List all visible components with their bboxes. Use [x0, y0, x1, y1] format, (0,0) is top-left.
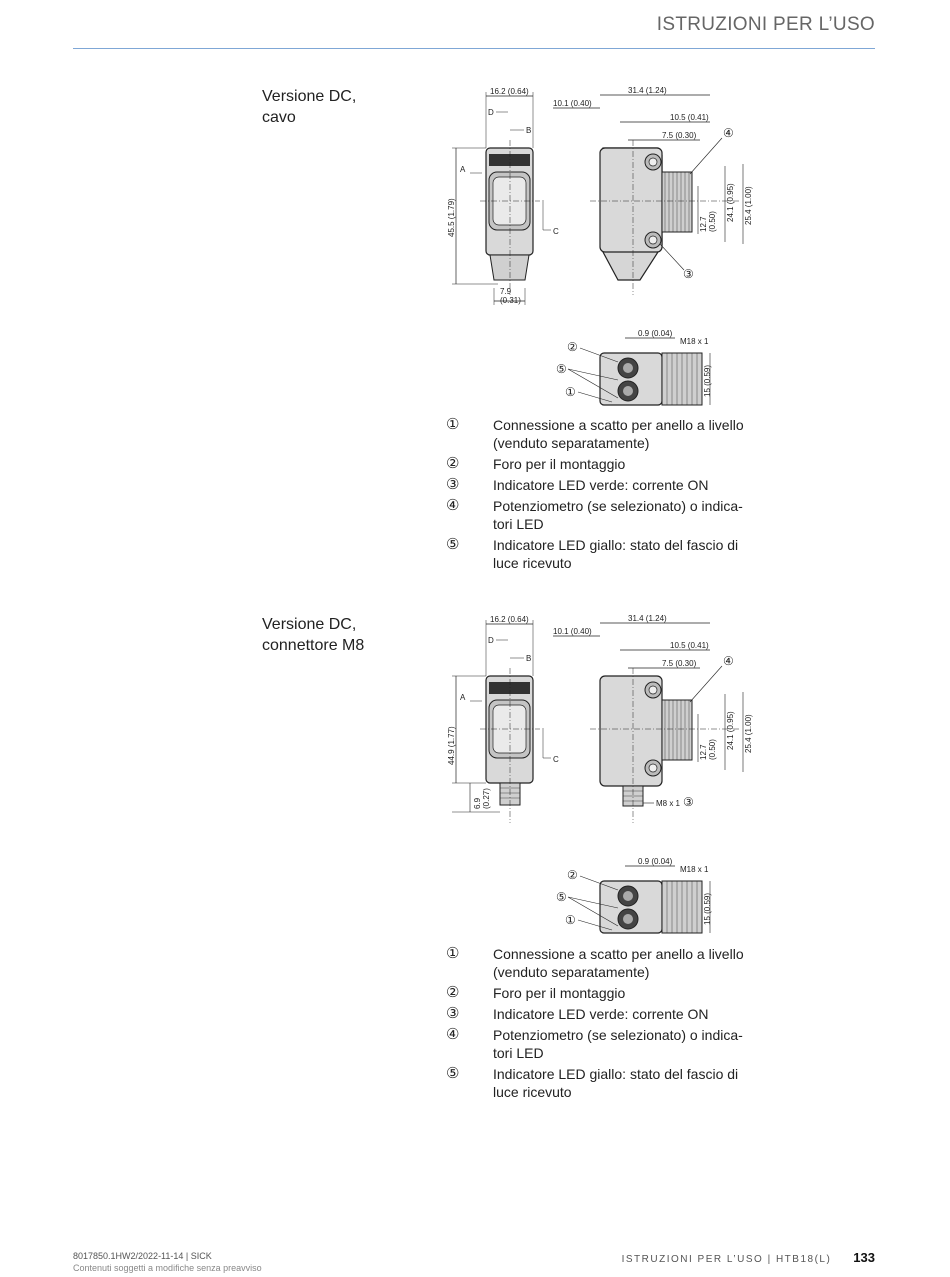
legend-num: ②	[446, 984, 460, 1001]
top-height-label: 15 (0.59)	[703, 893, 712, 925]
callout-1-top: ①	[565, 385, 576, 399]
legend-item: ⑤ Indicatore LED giallo: stato del fascio…	[446, 536, 766, 572]
top-view: 0.9 (0.04) M18 x 1 15 (0.59) ② ⑤ ①	[556, 857, 712, 934]
callout-2-top: ②	[567, 868, 578, 882]
front-bottom-label: 6.9(0.27)	[473, 788, 491, 809]
top-view: 0.9 (0.04) M18 x 1 15 (0.59) ② ⑤ ①	[556, 329, 712, 406]
drawing-cable: 16.2 (0.64) D B A C 45.5 (1.79) 7.9(0.31…	[447, 86, 753, 406]
legend-item: ④ Potenziometro (se selezionato) o indica…	[446, 497, 766, 533]
legend-item: ① Connessione a scatto per anello a livel…	[446, 416, 766, 452]
front-height-label: 45.5 (1.79)	[447, 198, 456, 237]
legend-num: ②	[446, 455, 460, 472]
label-a: A	[460, 165, 466, 174]
label-d: D	[488, 636, 494, 645]
top-dim-label: 0.9 (0.04)	[638, 329, 673, 338]
front-width-label: 16.2 (0.64)	[490, 615, 529, 624]
side-v3-label: 25.4 (1.00)	[744, 714, 753, 753]
drawing-m8: 16.2 (0.64) D B A C 44.9 (1.77) 6.9(0.27…	[447, 614, 753, 934]
callout-4: ④	[723, 654, 734, 668]
front-bottom-label: 7.9(0.31)	[500, 287, 521, 305]
top-dim-label: 0.9 (0.04)	[638, 857, 673, 866]
footer-left: 8017850.1HW2/2022-11-14 | SICK Contenuti…	[73, 1250, 262, 1274]
callout-5-top: ⑤	[556, 362, 567, 376]
legend-m8: ① Connessione a scatto per anello a livel…	[446, 945, 766, 1104]
legend-item: ② Foro per il montaggio	[446, 455, 766, 473]
legend-text: Foro per il montaggio	[493, 985, 626, 1001]
side-view: 31.4 (1.24) 10.1 (0.40) 10.5 (0.41) 7.5 …	[553, 614, 753, 823]
legend-text: Connessione a scatto per anello a livell…	[493, 946, 744, 980]
side-d2-label: 10.5 (0.41)	[670, 113, 709, 122]
side-d1-label: 10.1 (0.40)	[553, 99, 592, 108]
legend-num: ④	[446, 497, 460, 514]
label-a: A	[460, 693, 466, 702]
legend-item: ② Foro per il montaggio	[446, 984, 766, 1002]
page-number: 133	[853, 1250, 875, 1265]
legend-text: Connessione a scatto per anello a livell…	[493, 417, 744, 451]
callout-2-top: ②	[567, 340, 578, 354]
legend-num: ③	[446, 476, 460, 493]
footer-doc: 8017850.1HW2/2022-11-14 | SICK	[73, 1251, 212, 1261]
label-b: B	[526, 126, 531, 135]
side-d2-label: 10.5 (0.41)	[670, 641, 709, 650]
legend-cable: ① Connessione a scatto per anello a livel…	[446, 416, 766, 575]
side-total-label: 31.4 (1.24)	[628, 614, 667, 623]
header-rule	[73, 48, 875, 49]
callout-3: ③	[683, 795, 694, 809]
callout-4: ④	[723, 126, 734, 140]
legend-num: ③	[446, 1005, 460, 1022]
side-d3-label: 7.5 (0.30)	[662, 131, 697, 140]
top-height-label: 15 (0.59)	[703, 365, 712, 397]
legend-num: ④	[446, 1026, 460, 1043]
side-view: 31.4 (1.24) 10.1 (0.40) 10.5 (0.41) 7.5 …	[553, 86, 753, 295]
legend-text: Indicatore LED verde: corrente ON	[493, 1006, 709, 1022]
front-height-label: 44.9 (1.77)	[447, 726, 456, 765]
section-label-cable: Versione DC, cavo	[262, 88, 357, 126]
side-d3-label: 7.5 (0.30)	[662, 659, 697, 668]
legend-item: ⑤ Indicatore LED giallo: stato del fascio…	[446, 1065, 766, 1101]
side-v2-label: 24.1 (0.95)	[726, 183, 735, 222]
legend-text: Indicatore LED verde: corrente ON	[493, 477, 709, 493]
legend-text: Potenziometro (se selezionato) o indica-…	[493, 1027, 743, 1061]
legend-text: Indicatore LED giallo: stato del fascio …	[493, 537, 739, 571]
side-v2-label: 24.1 (0.95)	[726, 711, 735, 750]
legend-item: ③ Indicatore LED verde: corrente ON	[446, 476, 766, 494]
top-thread-label: M18 x 1	[680, 865, 709, 874]
side-d1-label: 10.1 (0.40)	[553, 627, 592, 636]
front-view: 16.2 (0.64) D B A C 44.9 (1.77) 6.9(0.27…	[447, 615, 559, 823]
side-v3-label: 25.4 (1.00)	[744, 186, 753, 225]
side-v1-label: 12.7(0.50)	[699, 211, 717, 232]
legend-text: Potenziometro (se selezionato) o indica-…	[493, 498, 743, 532]
top-thread-label: M18 x 1	[680, 337, 709, 346]
section-label-m8: Versione DC, connettore M8	[262, 616, 365, 654]
footer-right: ISTRUZIONI PER L’USO | HTB18(L) 133	[622, 1250, 875, 1265]
legend-text: Foro per il montaggio	[493, 456, 626, 472]
legend-item: ① Connessione a scatto per anello a livel…	[446, 945, 766, 981]
footer-title: ISTRUZIONI PER L’USO | HTB18(L)	[621, 1254, 832, 1265]
callout-1-top: ①	[565, 913, 576, 927]
front-width-label: 16.2 (0.64)	[490, 87, 529, 96]
callout-3: ③	[683, 267, 694, 281]
side-total-label: 31.4 (1.24)	[628, 86, 667, 95]
legend-num: ①	[446, 416, 460, 433]
legend-num: ⑤	[446, 536, 460, 553]
legend-text: Indicatore LED giallo: stato del fascio …	[493, 1066, 739, 1100]
front-view: 16.2 (0.64) D B A C 45.5 (1.79) 7.9(0.31…	[447, 87, 559, 305]
side-extra-label: M8 x 1	[656, 799, 681, 808]
label-c: C	[553, 755, 559, 764]
legend-item: ③ Indicatore LED verde: corrente ON	[446, 1005, 766, 1023]
callout-5-top: ⑤	[556, 890, 567, 904]
label-c: C	[553, 227, 559, 236]
header-title: ISTRUZIONI PER L’USO	[656, 14, 875, 35]
legend-num: ①	[446, 945, 460, 962]
footer-note: Contenuti soggetti a modifiche senza pre…	[73, 1263, 262, 1273]
label-b: B	[526, 654, 531, 663]
label-d: D	[488, 108, 494, 117]
legend-num: ⑤	[446, 1065, 460, 1082]
side-v1-label: 12.7(0.50)	[699, 739, 717, 760]
legend-item: ④ Potenziometro (se selezionato) o indica…	[446, 1026, 766, 1062]
